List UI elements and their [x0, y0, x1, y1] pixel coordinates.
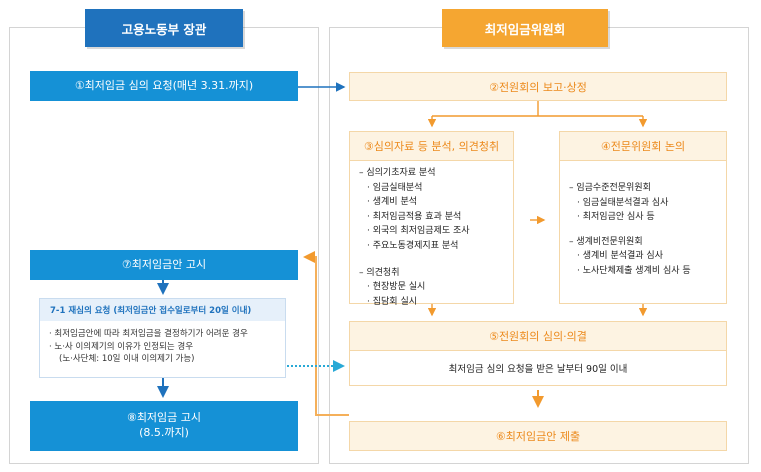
step3-analysis-card: ③심의자료 등 분석, 의견청취 – 심의기초자료 분석 · 임금실태분석 · … [349, 131, 514, 307]
reconsider-line1: · 최저임금안에 따라 최저임금을 결정하기가 어려운 경우 [49, 329, 248, 339]
step3-title: ③심의자료 등 분석, 의견청취 [350, 132, 513, 161]
step3-group1-title: – 심의기초자료 분석 [359, 168, 436, 178]
step3-group2-title: – 의견청취 [359, 267, 400, 278]
list-item: · 임금실태분석 [367, 182, 423, 193]
list-item: · 최저임금안 심사 등 [577, 212, 655, 223]
step4-title: ④전문위원회 논의 [560, 132, 726, 161]
list-item: · 외국의 최저임금제도 조사 [367, 226, 470, 237]
step4-list: – 임금수준전문위원회 · 임금실태분석결과 심사 · 최저임금안 심사 등 –… [560, 161, 726, 279]
reconsider-line2: · 노·사 이의제기의 이유가 인정되는 경우 [49, 341, 194, 352]
ministry-header: 고용노동부 장관 [85, 9, 243, 47]
list-item: · 주요노동경제지표 분석 [367, 240, 459, 251]
list-item: · 노사단체제출 생계비 심사 등 [577, 265, 691, 276]
list-item: · 집담회 실시 [367, 296, 418, 307]
list-item: · 생계비 분석결과 심사 [577, 251, 663, 262]
step4-committee-card: ④전문위원회 논의 – 임금수준전문위원회 · 임금실태분석결과 심사 · 최저… [559, 131, 727, 304]
step5-body: 최저임금 심의 요청을 받은 날부터 90일 이내 [448, 364, 628, 375]
reconsider-box: 7-1 재심의 요청 (최저임금안 접수일로부터 20일 이내) · 최저임금안… [39, 298, 286, 378]
commission-header: 최저임금위원회 [442, 9, 608, 47]
step8-label: ⑧최저임금 고시 [126, 411, 202, 425]
step3-list: – 심의기초자료 분석 · 임금실태분석 · 생계비 분석 · 최저임금적용 효… [350, 161, 513, 309]
step1-request-box: ①최저임금 심의 요청(매년 3.31.까지) [30, 71, 298, 101]
step8-final-notice-box: ⑧최저임금 고시 (8.5.까지) [30, 401, 298, 451]
reconsider-title: 7-1 재심의 요청 (최저임금안 접수일로부터 20일 이내) [40, 299, 285, 321]
step4-group2-title: – 생계비전문위원회 [569, 236, 643, 247]
list-item: · 최저임금적용 효과 분석 [367, 211, 462, 222]
step7-notice-box: ⑦최저임금안 고시 [30, 250, 298, 280]
list-item: · 생계비 분석 [367, 197, 418, 208]
list-item: · 임금실태분석결과 심사 [577, 197, 669, 208]
step4-group1-title: – 임금수준전문위원회 [569, 183, 651, 193]
step2-report-box: ②전원회의 보고·상정 [349, 72, 727, 101]
step5-title: ⑤전원회의 심의·의결 [350, 322, 726, 351]
list-item: · 현장방문 실시 [367, 282, 426, 293]
step5-resolution-card: ⑤전원회의 심의·의결 최저임금 심의 요청을 받은 날부터 90일 이내 [349, 321, 727, 386]
step6-submit-box: ⑥최저임금안 제출 [349, 421, 727, 451]
reconsider-line3: (노·사단체: 10일 이내 이의제기 가능) [59, 354, 195, 364]
step8-deadline: (8.5.까지) [139, 426, 189, 439]
